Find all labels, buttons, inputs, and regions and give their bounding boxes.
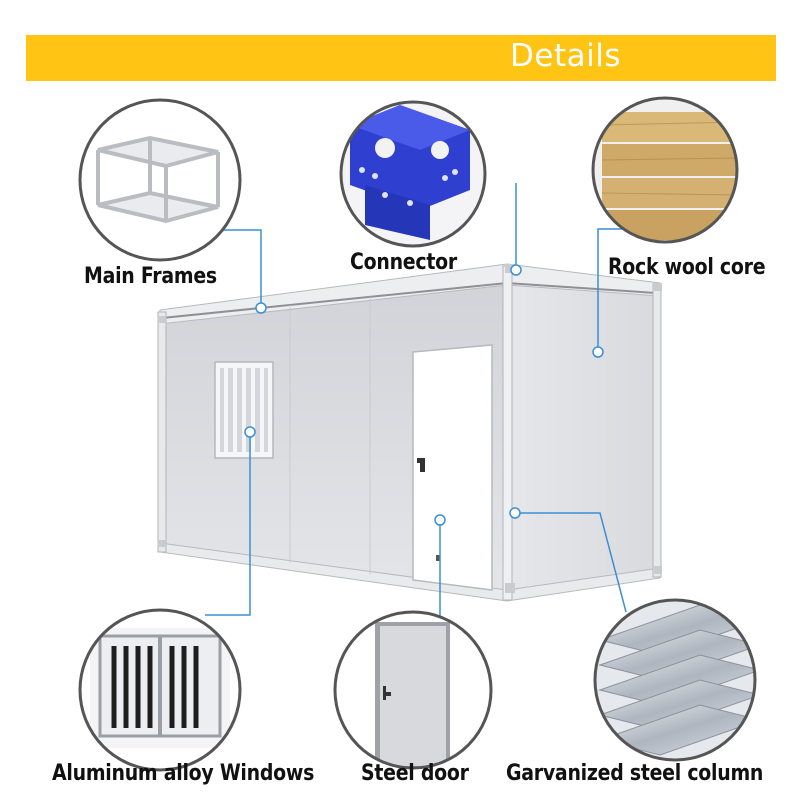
connector-label: Connector bbox=[350, 250, 457, 275]
container-door bbox=[412, 344, 493, 591]
leader-dots bbox=[244, 264, 604, 526]
header-banner bbox=[26, 35, 776, 81]
rock-wool-core-label: Rock wool core bbox=[608, 255, 766, 280]
page-title: Details bbox=[510, 38, 621, 74]
steel-door-image bbox=[333, 610, 493, 770]
main-frames-image bbox=[78, 98, 242, 262]
galvanized-steel-image bbox=[593, 598, 757, 762]
container-house bbox=[157, 263, 662, 602]
galvanized-steel-column-label: Garvanized steel column bbox=[506, 761, 764, 786]
steel-door-label: Steel door bbox=[361, 761, 469, 786]
container-window bbox=[214, 361, 274, 459]
connector-image bbox=[339, 100, 487, 248]
rock-wool-image bbox=[591, 96, 739, 244]
aluminum-windows-label: Aluminum alloy Windows bbox=[52, 761, 315, 786]
aluminum-windows-image bbox=[78, 608, 242, 772]
main-frames-label: Main Frames bbox=[84, 264, 217, 289]
